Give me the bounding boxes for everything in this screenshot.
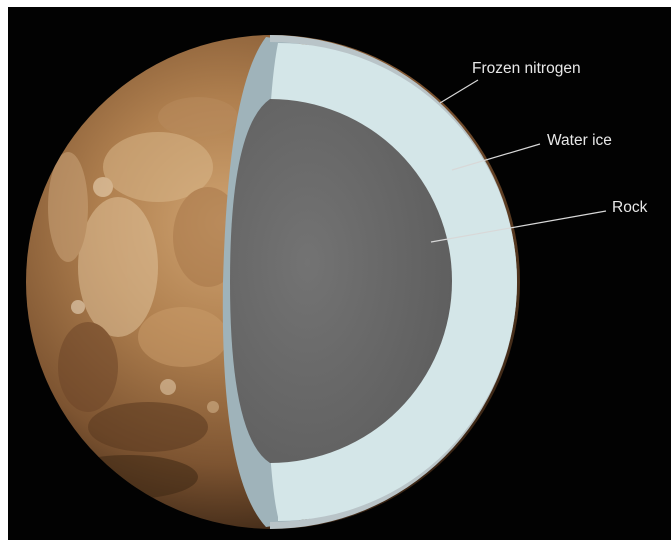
rock-label: Rock: [612, 199, 648, 216]
water-ice-label: Water ice: [547, 132, 612, 149]
frozen-nitrogen-label: Frozen nitrogen: [472, 60, 581, 77]
diagram-panel: Frozen nitrogen Water ice Rock: [8, 7, 671, 540]
pluto-cutaway-diagram: Frozen nitrogen Water ice Rock: [26, 35, 648, 529]
rock-leader: [430, 210, 607, 243]
frozen-nitrogen-leader: [439, 79, 479, 104]
rock-core: [230, 99, 452, 463]
water-ice-leader: [451, 143, 541, 171]
